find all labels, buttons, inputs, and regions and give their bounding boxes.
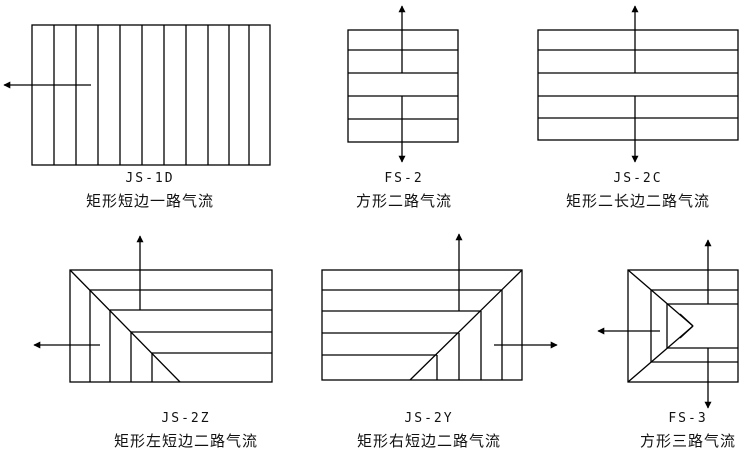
diagram-js-2z: [33, 235, 273, 383]
panel-outline: [321, 269, 523, 381]
diagram-code: JS-1D: [125, 171, 175, 186]
diagonal-divider: [409, 269, 523, 381]
panel-outline: [31, 24, 271, 166]
vertical-slots: [89, 290, 153, 382]
diagram-fs-2: [347, 5, 459, 163]
panel-outline: [537, 29, 739, 141]
vertical-slots: [436, 290, 503, 380]
vertical-slots: [53, 25, 250, 165]
diagram-name: 方形二路气流: [355, 192, 453, 210]
diagram-code: FS-3: [668, 411, 708, 426]
diagram-js-1d: [3, 24, 271, 166]
diagram-code: JS-2C: [613, 171, 663, 186]
left-slots: [650, 290, 668, 362]
diagram-name: 方形三路气流: [639, 432, 737, 450]
horizontal-slots: [538, 49, 738, 119]
diagram-code: JS-2Z: [161, 411, 211, 426]
diagram-fs-3: [597, 239, 739, 409]
diagram-name: 矩形二长边二路气流: [565, 192, 711, 210]
diagonal-divider: [69, 269, 181, 383]
diagram-code: FS-2: [384, 171, 424, 186]
bottom-slots: [651, 347, 738, 363]
panel-outline: [69, 269, 273, 383]
diagram-code: JS-2Y: [404, 411, 454, 426]
diagram-name: 矩形左短边二路气流: [113, 432, 259, 450]
horizontal-slots: [322, 289, 502, 356]
diagram-name: 矩形右短边二路气流: [356, 432, 502, 450]
diagram-name: 矩形短边一路气流: [85, 192, 215, 210]
panel-outline: [347, 29, 459, 143]
diagram-js-2y: [321, 233, 558, 381]
top-slots: [651, 289, 738, 305]
horizontal-slots: [348, 49, 458, 120]
horizontal-slots: [90, 289, 272, 354]
panel-outline: [627, 269, 739, 383]
diagram-js-2c: [537, 5, 739, 163]
